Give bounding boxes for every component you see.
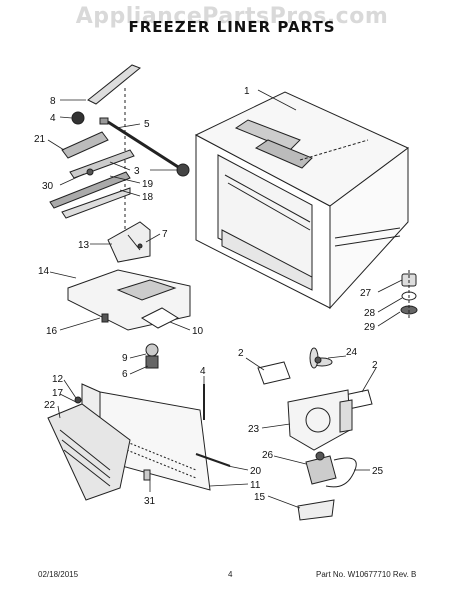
leader-lines (47, 89, 403, 509)
callout-4a: 4 (50, 113, 56, 124)
fan-blade-part-24 (309, 347, 333, 369)
clip-part-16 (101, 313, 109, 323)
callout-2b: 2 (372, 360, 378, 371)
callout-16: 16 (46, 326, 58, 337)
watermark: AppliancePartsPros.com (75, 4, 389, 29)
callout-17: 17 (52, 388, 64, 399)
callout-30: 30 (42, 181, 54, 192)
callout-28: 28 (364, 308, 376, 319)
callout-14: 14 (38, 266, 50, 277)
callout-25: 25 (372, 466, 384, 477)
page-title: FREEZER LINER PARTS (128, 18, 336, 36)
callout-29: 29 (364, 322, 376, 333)
callout-labels: 1 8 4 5 21 3 19 30 18 7 13 14 16 10 9 6 … (34, 86, 384, 507)
callout-22: 22 (44, 400, 56, 411)
callout-31: 31 (144, 496, 156, 507)
callout-24: 24 (346, 347, 358, 358)
grille-part-22 (47, 403, 131, 501)
pad-part-2a (257, 361, 291, 385)
callout-18: 18 (142, 192, 154, 203)
callout-10: 10 (192, 326, 204, 337)
fan-housing-part-23 (287, 389, 351, 451)
callout-27: 27 (360, 288, 372, 299)
callout-9: 9 (122, 353, 128, 364)
callout-2a: 2 (238, 348, 244, 359)
gear-part-3 (176, 163, 190, 177)
freezer-liner-part (194, 91, 409, 310)
callout-20: 20 (250, 466, 262, 477)
callout-12: 12 (52, 374, 64, 385)
callout-5: 5 (144, 119, 150, 130)
callout-13: 13 (78, 240, 90, 251)
slide-part-21 (61, 131, 109, 159)
lamp-part-9 (145, 343, 159, 357)
callout-23: 23 (248, 424, 260, 435)
knob-part-4 (71, 111, 85, 125)
callout-21: 21 (34, 134, 46, 145)
slide-rail-part-19 (69, 149, 135, 179)
footer-date: 02/18/2015 (38, 570, 79, 579)
callout-11: 11 (250, 480, 261, 491)
footer-page-number: 4 (228, 570, 233, 579)
callout-6: 6 (122, 369, 128, 380)
callout-7: 7 (162, 229, 168, 240)
pad-part-10 (140, 307, 180, 329)
bracket-part-13 (107, 221, 151, 263)
callout-19: 19 (142, 179, 154, 190)
rod-part-5 (107, 120, 187, 174)
callout-1: 1 (244, 86, 250, 97)
bracket-part-15 (297, 499, 335, 521)
callout-15: 15 (254, 492, 266, 503)
callout-26: 26 (262, 450, 274, 461)
long-rail-part-18 (49, 171, 131, 209)
footer-part-number: Part No. W10677710 Rev. B (316, 570, 417, 579)
callout-3: 3 (134, 166, 140, 177)
callout-4b: 4 (200, 366, 206, 377)
rail-part-8 (87, 64, 141, 105)
callout-8: 8 (50, 96, 56, 107)
